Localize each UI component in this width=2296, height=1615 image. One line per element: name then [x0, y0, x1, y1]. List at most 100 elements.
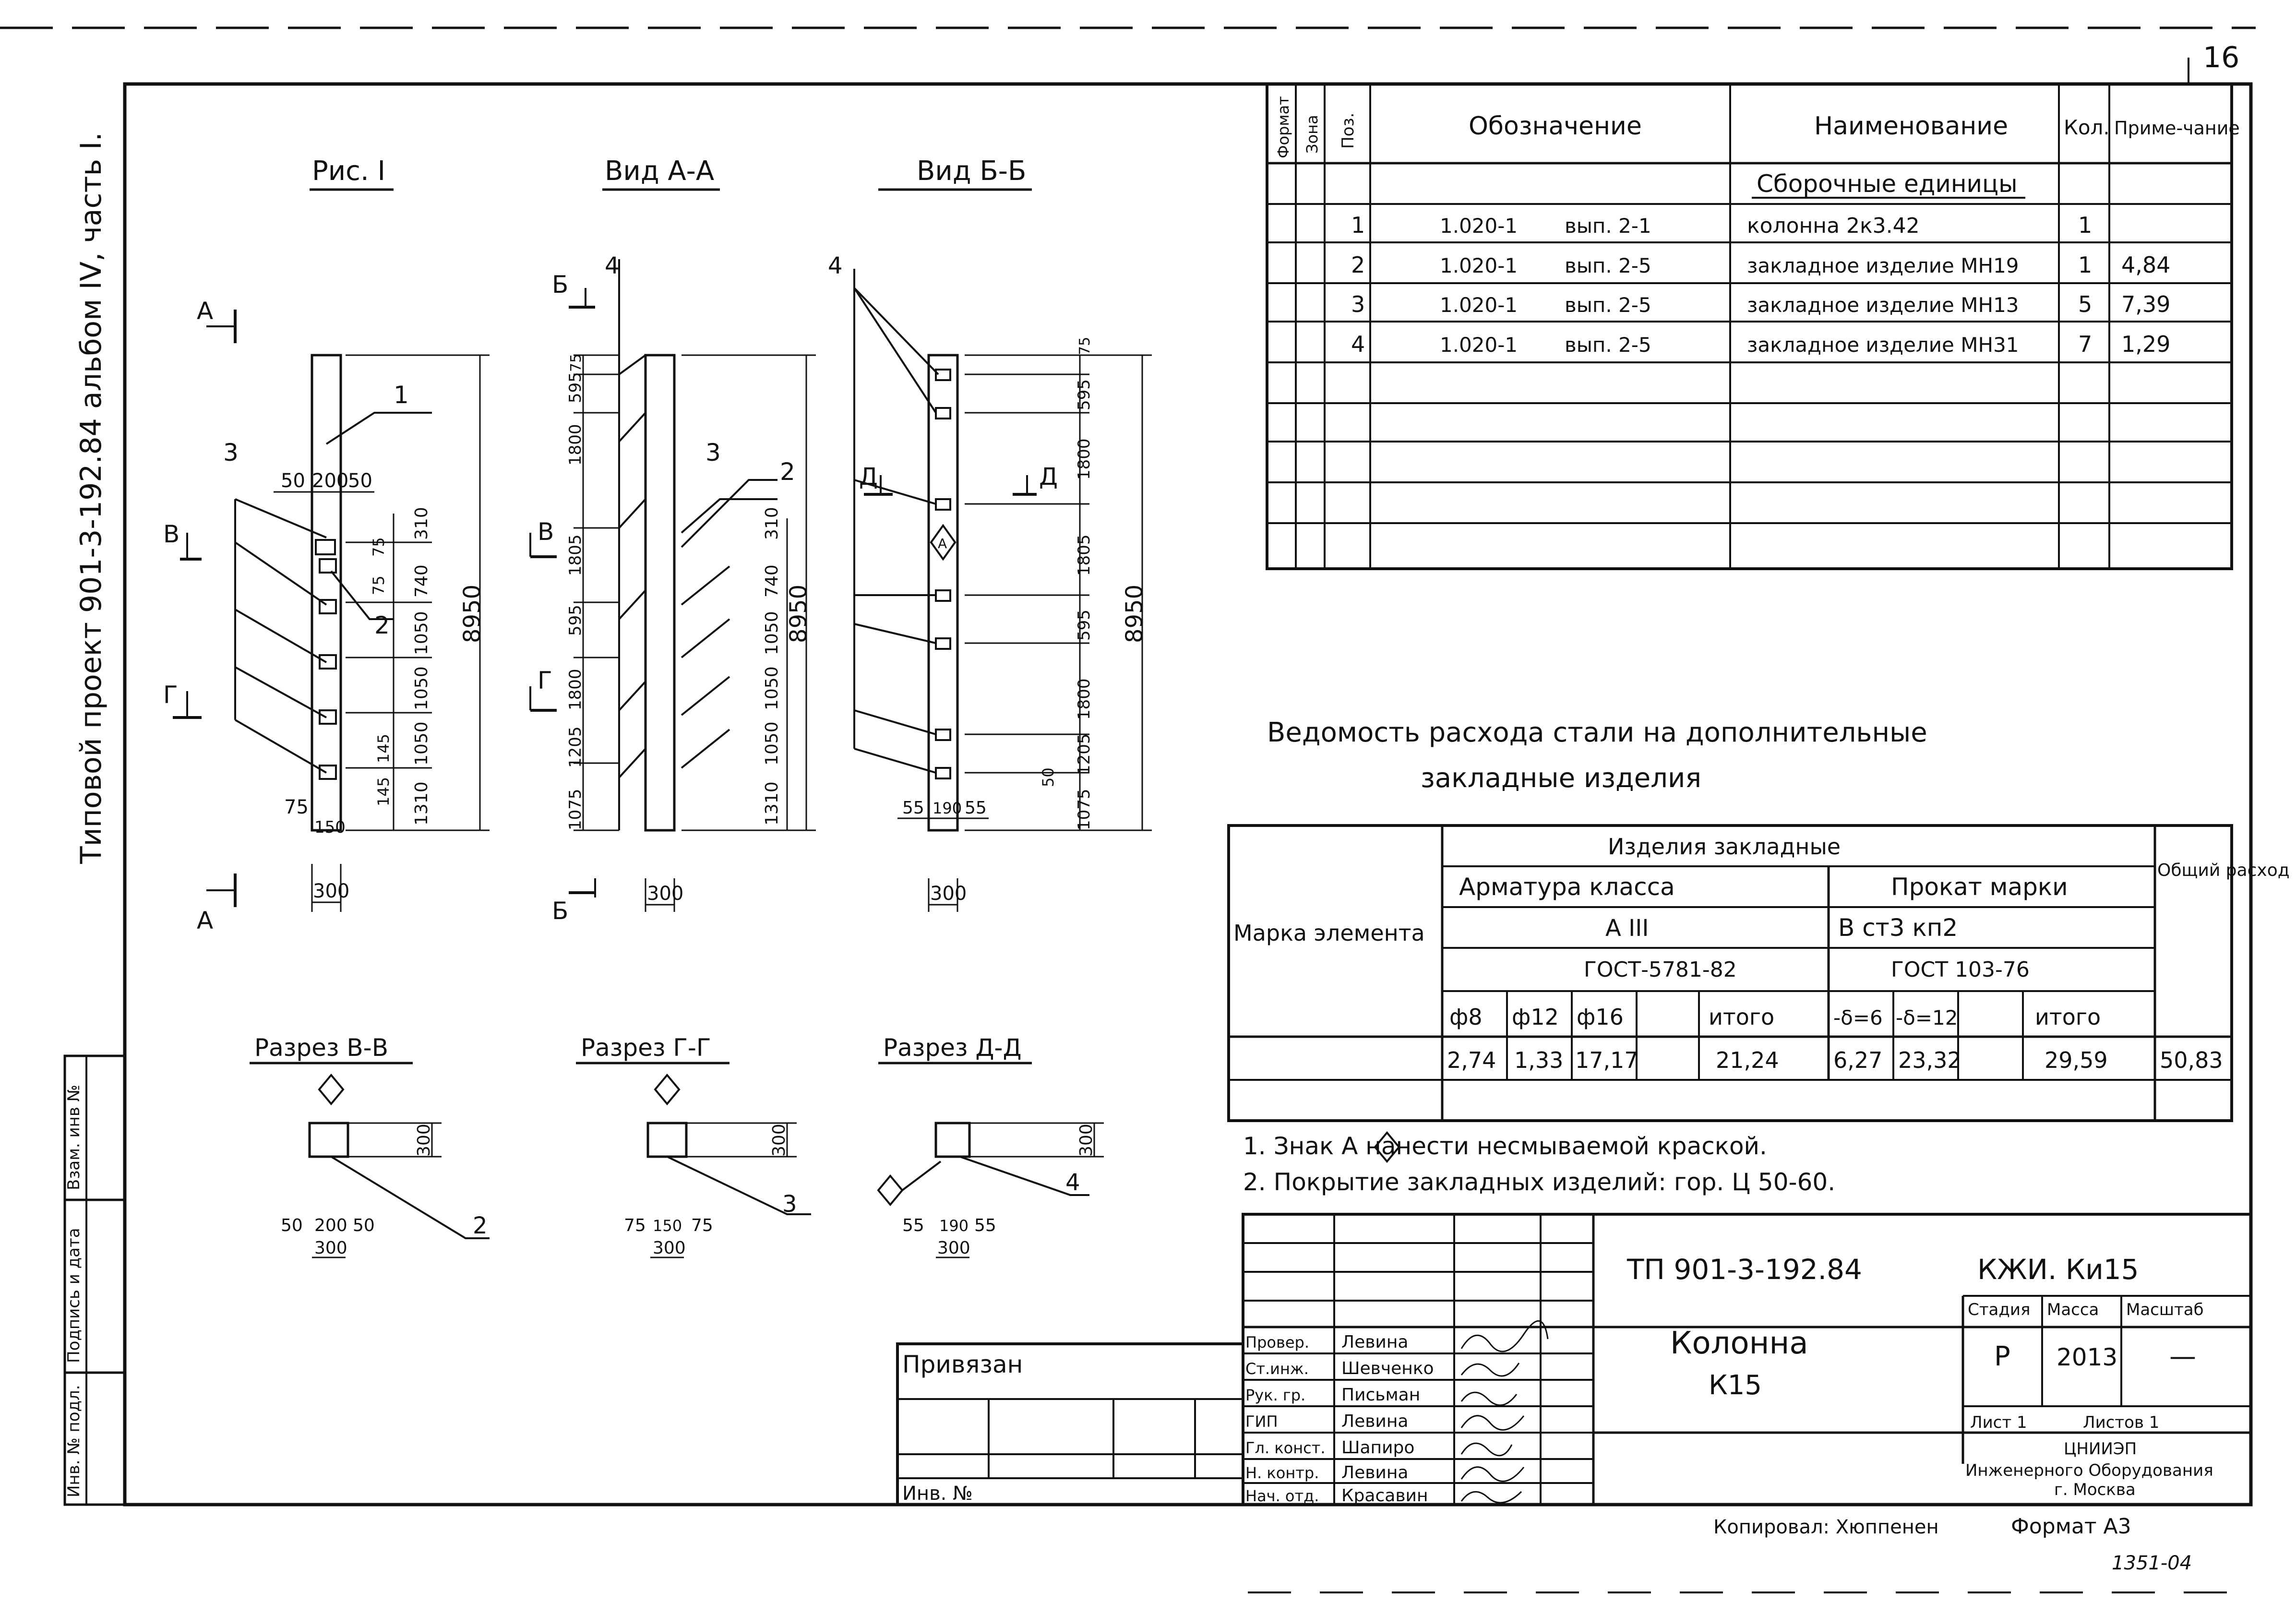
footer-format: Формат А3 — [2011, 1514, 2131, 1539]
fig1-dim-50a: 50 — [281, 470, 305, 492]
page-number: 16 — [2203, 41, 2239, 74]
aa-dim-1050c: 1050 — [762, 721, 782, 766]
tb-role: ГИП — [1245, 1412, 1278, 1431]
aa-dim-1050a: 1050 — [762, 611, 782, 655]
notes: 1. Знак А нанести несмываемой краской. 2… — [1243, 1131, 1835, 1196]
section-vv: Разрез В-В 300 2 50 200 50 300 — [250, 1034, 490, 1258]
fig1-dim-8950: 8950 — [459, 585, 486, 643]
sec-dd-dim-190: 190 — [939, 1217, 969, 1235]
side-box-replace: Взам. инв № — [64, 1085, 84, 1190]
mark-diamond-icon — [930, 524, 957, 561]
steel-val-f16: 17,17 — [1575, 1047, 1638, 1073]
steel-armature-header: Арматура класса — [1459, 873, 1675, 901]
steel-total-header: Общий расход — [2157, 861, 2290, 880]
fig1-dim-75a: 75 — [370, 537, 388, 557]
sec-gg-dim-300b: 300 — [653, 1238, 686, 1258]
sec-gg-dim-75b: 75 — [691, 1216, 713, 1235]
spec-cell-issue: вып. 2-5 — [1565, 333, 1651, 357]
sec-vv-label: 2 — [473, 1212, 488, 1239]
spec-cell-qty: 7 — [2078, 331, 2092, 357]
steel-rolled-header: Прокат марки — [1891, 873, 2068, 901]
tb-role-row: Провер. Левина — [1245, 1320, 1549, 1352]
spec-cell-issue: вып. 2-5 — [1565, 254, 1651, 277]
spec-group: Сборочные единицы — [1757, 170, 2018, 198]
tb-title-line1: Колонна — [1670, 1326, 1808, 1361]
fig1-dim-75b: 75 — [370, 575, 388, 595]
spec-cell-issue: вып. 2-5 — [1565, 293, 1651, 317]
side-box-inv: Инв. № подл. — [64, 1385, 84, 1497]
spec-row: 3 1.020-1 вып. 2-5 закладное изделие МН1… — [1351, 291, 2170, 317]
steel-armature-gost: ГОСТ-5781-82 — [1584, 957, 1737, 982]
tb-stage: Р — [1994, 1341, 2010, 1372]
view-aa: Вид А-А 4 1075 1205 1800 595 1805 1800 5… — [529, 156, 816, 925]
bb-dim-1205: 1205 — [1075, 733, 1094, 775]
sec-dd-dim-300b: 300 — [937, 1238, 970, 1258]
section-dd: Разрез Д-Д 300 4 55 190 55 300 — [877, 1034, 1104, 1258]
aa-left-dim-1205: 1205 — [566, 726, 585, 768]
spec-header-format: Формат — [1274, 96, 1292, 158]
spec-header-pos: Поз. — [1339, 113, 1358, 149]
sec-gg-dim-75a: 75 — [624, 1216, 646, 1235]
sec-dd-dim-300: 300 — [1076, 1124, 1096, 1157]
spec-cell-note: 4,84 — [2121, 252, 2170, 278]
tb-org-line2: Инженерного Оборудования — [1965, 1461, 2213, 1480]
section-vv-diamond-icon — [318, 1073, 345, 1106]
tb-stage-label: Стадия — [1968, 1300, 2030, 1319]
steel-items-header: Изделия закладные — [1608, 834, 1841, 860]
title-block: Привязан Инв. № Провер. Левина Ст.инж. Ш… — [896, 1213, 2252, 1506]
steel-val-f8: 2,74 — [1447, 1047, 1496, 1073]
sec-dd-label: 4 — [1065, 1169, 1080, 1196]
aa-left-dim-595b: 595 — [566, 372, 585, 403]
bb-sec-d-right: Д — [1039, 463, 1058, 490]
aa-left-dim-1805: 1805 — [566, 534, 585, 576]
aa-sec-g: Г — [538, 667, 552, 694]
side-boxes: Инв. № подл. Подпись и дата Взам. инв № — [63, 1054, 126, 1506]
view-aa-label-4: 4 — [605, 252, 620, 279]
tb-sheet-code: КЖИ. Ки15 — [1977, 1253, 2139, 1286]
tb-name: Левина — [1341, 1412, 1408, 1431]
view-bb-title: Вид Б-Б — [917, 156, 1026, 187]
tb-role: Провер. — [1245, 1333, 1309, 1352]
mark-diamond-letter: А — [938, 536, 947, 551]
spec-cell-doc: 1.020-1 — [1440, 333, 1518, 357]
steel-col-total-a: итого — [1709, 1004, 1774, 1030]
side-box-sign: Подпись и дата — [64, 1228, 84, 1363]
aa-dim-300: 300 — [647, 883, 683, 905]
side-stamp: Типовой проект 901-3-192.84 альбом IV, ч… — [74, 132, 108, 864]
tb-title-line2: К15 — [1709, 1370, 1762, 1401]
aa-left-dim-1800b: 1800 — [566, 424, 585, 466]
spec-cell-note: 7,39 — [2121, 291, 2170, 317]
steel-data-row: 2,74 1,33 17,17 21,24 6,27 23,32 29,59 5… — [1447, 1047, 2223, 1073]
fig1-dim-50b: 50 — [348, 470, 372, 492]
bb-dim-75: 75 — [1076, 337, 1093, 355]
bb-dim-1075: 1075 — [1075, 789, 1094, 830]
sec-vv-dim-300b: 300 — [314, 1238, 347, 1258]
steel-col-d6: -δ=6 — [1833, 1006, 1883, 1029]
steel-mark-header: Марка элемента — [1233, 920, 1425, 946]
bb-label-4: 4 — [828, 252, 843, 279]
fig1-sec-a-bottom: А — [197, 907, 213, 934]
tb-role-row: Рук. гр. Письман — [1245, 1385, 1518, 1406]
aa-dim-310: 310 — [762, 507, 782, 540]
fig1-dim-1050b: 1050 — [412, 666, 431, 710]
steel-col-d12: -δ=12 — [1896, 1006, 1958, 1029]
fig1-dim-1050c: 1050 — [412, 721, 431, 766]
aa-dim-1050b: 1050 — [762, 666, 782, 710]
aa-sec-b-bottom: Б — [552, 897, 568, 925]
spec-table: Формат Зона Поз. Обозначение Наименовани… — [1266, 83, 2240, 570]
spec-cell-pos: 1 — [1351, 212, 1365, 238]
steel-col-f16: ф16 — [1577, 1004, 1624, 1030]
section-dd-title: Разрез Д-Д — [883, 1034, 1022, 1062]
spec-cell-issue: вып. 2-1 — [1565, 214, 1651, 238]
sec-vv-dim-300: 300 — [414, 1124, 434, 1157]
steel-val-total-a: 21,24 — [1716, 1047, 1779, 1073]
steel-val-total-b: 29,59 — [2045, 1047, 2108, 1073]
spec-header-designation: Обозначение — [1469, 112, 1642, 141]
spec-cell-pos: 3 — [1351, 291, 1365, 317]
footer-copied: Копировал: Хюппенен — [1713, 1516, 1939, 1538]
section-gg-diamond-icon — [654, 1073, 681, 1106]
view-aa-column — [644, 354, 676, 832]
fig1-sec-v: В — [163, 520, 179, 548]
steel-col-total-b: итого — [2035, 1004, 2101, 1030]
sec-vv-dim-50b: 50 — [353, 1216, 375, 1235]
